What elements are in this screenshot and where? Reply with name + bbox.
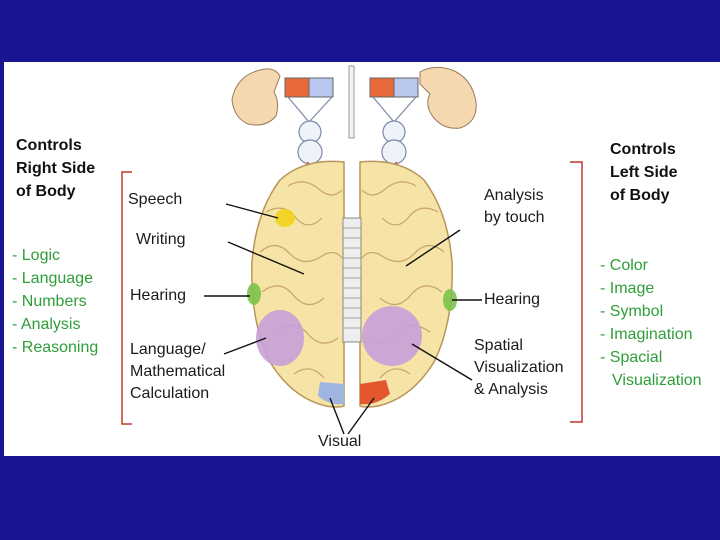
left-eye-icon (287, 96, 341, 199)
label-writing: Writing (136, 231, 186, 248)
label-language-3: Calculation (130, 385, 210, 402)
right-heading-line-2: Left Side (610, 164, 678, 181)
label-analysis-1: Analysis (484, 187, 544, 204)
right-function-spacial: - Spacial (600, 349, 663, 366)
center-divider (348, 65, 355, 139)
label-spatial-2: Visualization (474, 359, 564, 376)
left-heading-line-2: Right Side (16, 160, 96, 177)
left-bracket (121, 171, 132, 425)
right-function-visualization: Visualization (612, 372, 702, 389)
spatial-region (362, 306, 422, 366)
label-right-hearing: Hearing (484, 291, 541, 308)
speech-region (275, 209, 295, 227)
label-language-1: Language/ (130, 341, 206, 358)
corpus-callosum (342, 217, 362, 343)
label-left-hearing: Hearing (130, 287, 187, 304)
left-hemisphere (251, 160, 345, 408)
right-function-color: - Color (600, 257, 649, 274)
left-function-reasoning: - Reasoning (12, 339, 99, 356)
language-region (256, 310, 304, 366)
right-hemisphere (359, 160, 453, 408)
right-function-image: - Image (600, 280, 655, 297)
left-function-logic: - Logic (12, 247, 61, 264)
label-spatial-1: Spatial (474, 337, 523, 354)
right-heading-line-1: Controls (610, 141, 676, 158)
right-heading-line-3: of Body (610, 187, 670, 204)
right-visual-region (360, 380, 390, 405)
left-hearing-region (247, 283, 261, 305)
label-language-2: Mathematical (130, 363, 226, 380)
right-hearing-region (443, 289, 457, 311)
label-visual: Visual (318, 433, 362, 450)
color-card-right (369, 77, 419, 98)
brain-diagram (121, 65, 583, 435)
diagram-panel: Controls Right Side of Body - Logic - La… (4, 62, 720, 456)
label-speech: Speech (128, 191, 183, 208)
left-function-analysis: - Analysis (12, 316, 81, 333)
left-function-numbers: - Numbers (12, 293, 87, 310)
left-visual-region (318, 382, 344, 405)
color-card-left (284, 77, 334, 98)
label-analysis-2: by touch (484, 209, 545, 226)
left-function-language: - Language (12, 270, 93, 287)
label-spatial-3: & Analysis (474, 381, 548, 398)
right-hand-icon (419, 66, 477, 129)
left-heading-line-3: of Body (16, 183, 76, 200)
left-hand-icon (231, 68, 281, 126)
left-heading-line-1: Controls (16, 137, 82, 154)
right-function-imagination: - Imagination (600, 326, 693, 343)
right-function-symbol: - Symbol (600, 303, 664, 320)
right-bracket (570, 161, 583, 423)
